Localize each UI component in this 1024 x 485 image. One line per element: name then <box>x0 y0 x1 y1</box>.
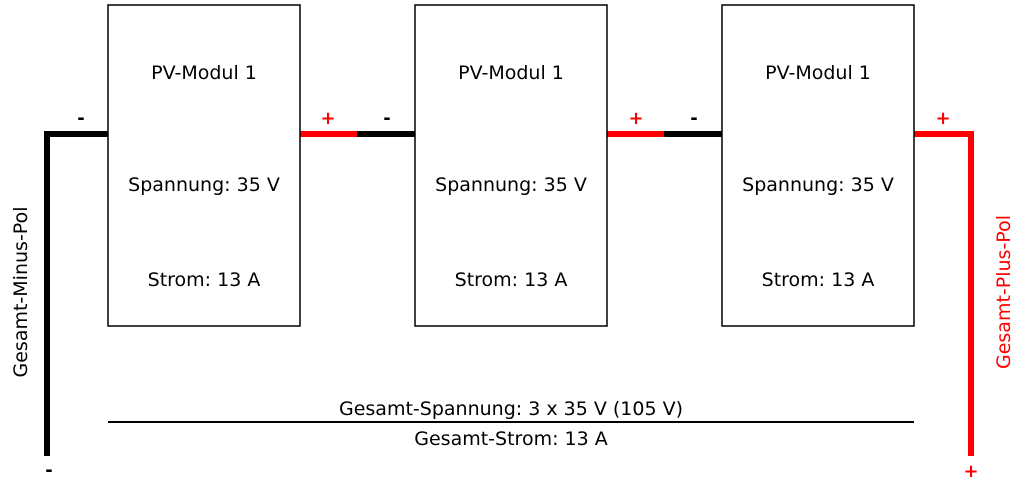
pv-module-1-title: PV-Modul 1 <box>151 62 257 84</box>
pv-module-2-title: PV-Modul 1 <box>458 62 564 84</box>
pv-module-3: PV-Modul 1 Spannung: 35 V Strom: 13 A <box>721 4 915 327</box>
pv-module-2-voltage: Spannung: 35 V <box>435 174 587 196</box>
pv-module-1-box <box>107 4 301 327</box>
pv-module-2-box <box>414 4 608 327</box>
pv-module-3-voltage: Spannung: 35 V <box>742 174 894 196</box>
module1-plus-sign: + <box>320 108 335 129</box>
module1-minus-sign: - <box>77 108 84 129</box>
total-current-label: Gesamt-Strom: 13 A <box>414 428 607 450</box>
module2-plus-sign: + <box>628 108 643 129</box>
module2-minus-sign: - <box>383 108 390 129</box>
pv-module-3-box <box>721 4 915 327</box>
total-voltage-label: Gesamt-Spannung: 3 x 35 V (105 V) <box>339 398 683 420</box>
pv-module-3-title: PV-Modul 1 <box>765 62 871 84</box>
total-minus-wire <box>44 131 108 456</box>
pv-module-3-current: Strom: 13 A <box>762 269 875 291</box>
total-plus-wire <box>914 131 974 456</box>
total-plus-pole-label: Gesamt-Plus-Pol <box>993 215 1015 369</box>
pv-module-1-voltage: Spannung: 35 V <box>128 174 280 196</box>
total-minus-sign: - <box>45 460 52 481</box>
module3-minus-sign: - <box>690 108 697 129</box>
total-minus-pole-label: Gesamt-Minus-Pol <box>10 207 32 378</box>
pv-module-1: PV-Modul 1 Spannung: 35 V Strom: 13 A <box>107 4 301 327</box>
pv-module-2-current: Strom: 13 A <box>455 269 568 291</box>
module3-plus-sign: + <box>935 108 950 129</box>
pv-module-1-current: Strom: 13 A <box>148 269 261 291</box>
pv-module-2: PV-Modul 1 Spannung: 35 V Strom: 13 A <box>414 4 608 327</box>
total-plus-sign: + <box>963 461 978 482</box>
